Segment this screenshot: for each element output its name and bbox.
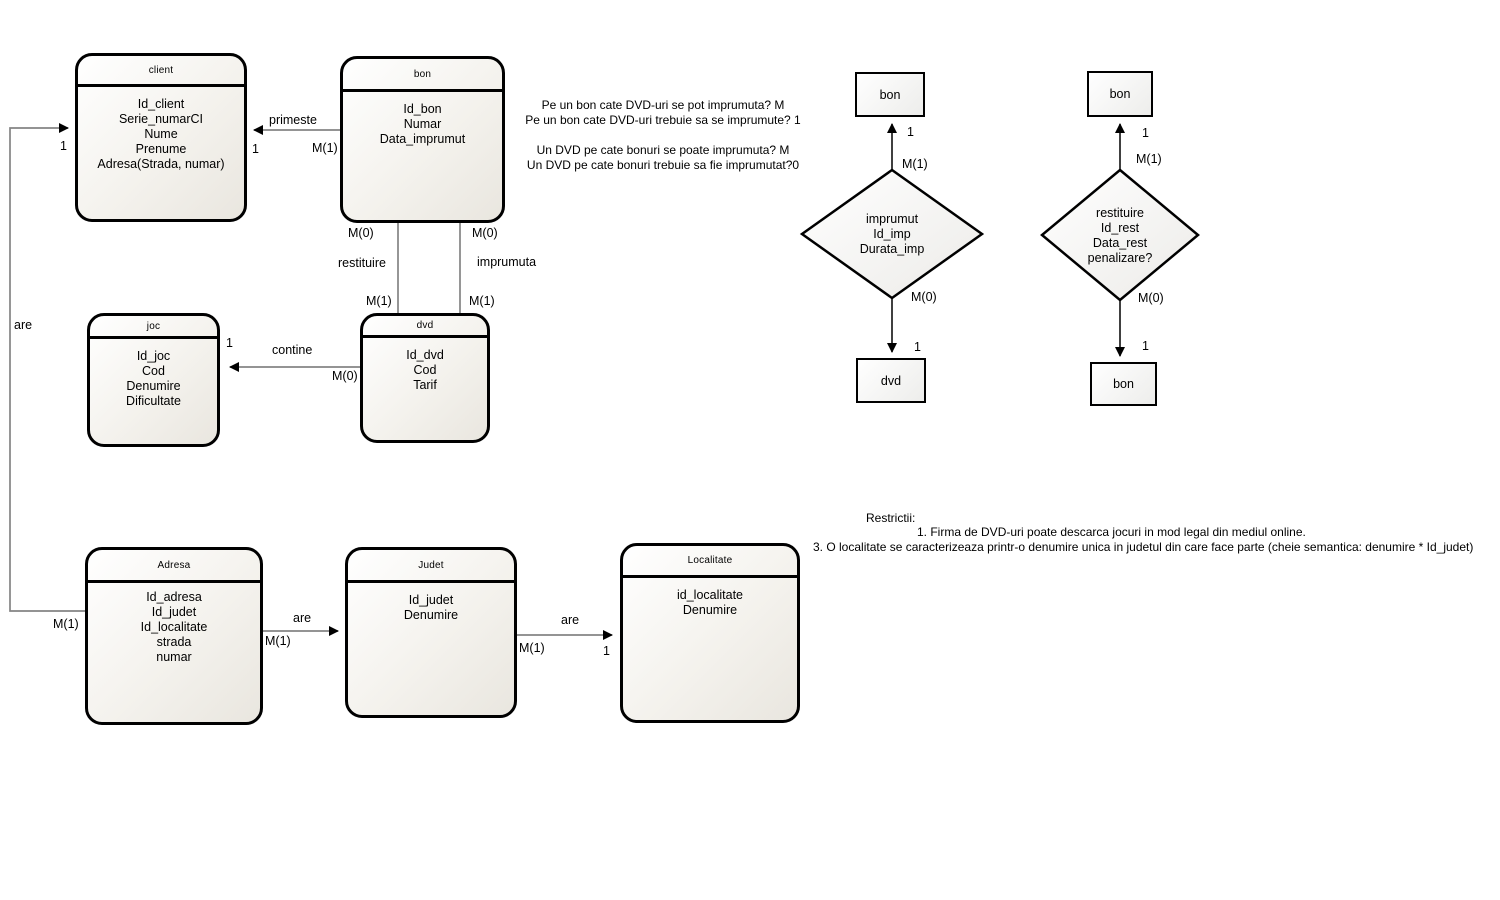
cardinality-primeste-bon: M(1) bbox=[312, 141, 338, 155]
edge-label-are-judet-localitate: are bbox=[561, 613, 580, 627]
note-restrictii-3: 3. O localitate se caracterizeaza printr… bbox=[813, 540, 1474, 554]
entity-judet-attributes: Id_judet Denumire bbox=[403, 593, 459, 622]
entity-joc-title: joc bbox=[90, 316, 217, 339]
relationship-imprumut-diamond[interactable] bbox=[799, 168, 985, 300]
cardinality-restituire-bon-top-one: 1 bbox=[1142, 126, 1149, 140]
edge-label-contine: contine bbox=[272, 343, 313, 357]
edge-label-are-adresa-judet: are bbox=[293, 611, 312, 625]
entity-dvd-attributes: Id_dvd Cod Tarif bbox=[406, 348, 444, 392]
entity-dvd[interactable]: dvd Id_dvd Cod Tarif bbox=[360, 313, 490, 443]
edge-label-primeste: primeste bbox=[269, 113, 317, 127]
cardinality-restituire-bon-bottom-one: 1 bbox=[1142, 339, 1149, 353]
cardinality-are-client: 1 bbox=[60, 139, 67, 153]
node-bon-top-left[interactable]: bon bbox=[855, 72, 925, 117]
edge-label-imprumuta: imprumuta bbox=[477, 255, 537, 269]
relationship-imprumut-text: imprumut Id_imp Durata_imp bbox=[859, 212, 925, 256]
relationship-restituire-text: restituire Id_rest Data_rest penalizare? bbox=[1087, 206, 1153, 265]
entity-bon-title: bon bbox=[343, 59, 502, 92]
edge-label-are-left: are bbox=[14, 318, 33, 332]
note-questions: Pe un bon cate DVD-uri se pot imprumuta?… bbox=[525, 98, 801, 172]
cardinality-contine-dvd: M(0) bbox=[332, 369, 358, 383]
cardinality-restituire-bon-top-many: M(1) bbox=[1136, 152, 1162, 166]
cardinality-imprumut-dvd-many: M(0) bbox=[911, 290, 937, 304]
cardinality-imprumuta-dvd: M(1) bbox=[469, 294, 495, 308]
entity-localitate[interactable]: Localitate id_localitate Denumire bbox=[620, 543, 800, 723]
cardinality-contine-joc: 1 bbox=[226, 336, 233, 350]
entity-bon[interactable]: bon Id_bon Numar Data_imprumut bbox=[340, 56, 505, 223]
edge-label-restituire: restituire bbox=[338, 256, 386, 270]
entity-dvd-title: dvd bbox=[363, 316, 487, 338]
entity-client[interactable]: client Id_client Serie_numarCI Nume Pren… bbox=[75, 53, 247, 222]
entity-localitate-attributes: id_localitate Denumire bbox=[676, 588, 743, 617]
entity-bon-attributes: Id_bon Numar Data_imprumut bbox=[379, 102, 466, 146]
entity-adresa-attributes: Id_adresa Id_judet Id_localitate strada … bbox=[140, 590, 208, 664]
node-dvd-bottom-left[interactable]: dvd bbox=[856, 358, 926, 403]
edge-are-client-adresa[interactable] bbox=[9, 123, 85, 612]
cardinality-imprumut-dvd-one: 1 bbox=[914, 340, 921, 354]
entity-joc-attributes: Id_joc Cod Denumire Dificultate bbox=[126, 349, 181, 408]
relationship-restituire-diamond[interactable] bbox=[1040, 168, 1200, 302]
cardinality-are-judet-side: M(1) bbox=[519, 641, 545, 655]
entity-client-title: client bbox=[78, 56, 244, 87]
note-restrictii-1: 1. Firma de DVD-uri poate descarca jocur… bbox=[917, 525, 1306, 539]
cardinality-imprumuta-bon: M(0) bbox=[472, 226, 498, 240]
entity-judet[interactable]: Judet Id_judet Denumire bbox=[345, 547, 517, 718]
node-bon-bottom-right[interactable]: bon bbox=[1090, 362, 1157, 406]
cardinality-imprumut-bon-one: 1 bbox=[907, 125, 914, 139]
entity-client-attributes: Id_client Serie_numarCI Nume Prenume Adr… bbox=[97, 97, 225, 171]
node-bon-top-right[interactable]: bon bbox=[1087, 71, 1153, 117]
cardinality-are-adresa: M(1) bbox=[53, 617, 79, 631]
cardinality-imprumut-bon-many: M(1) bbox=[902, 157, 928, 171]
cardinality-restituire-bon-bottom-many: M(0) bbox=[1138, 291, 1164, 305]
entity-judet-title: Judet bbox=[348, 550, 514, 583]
entity-localitate-title: Localitate bbox=[623, 546, 797, 578]
cardinality-are-adresa-side: M(1) bbox=[265, 634, 291, 648]
cardinality-are-localitate-side: 1 bbox=[603, 644, 610, 658]
entity-joc[interactable]: joc Id_joc Cod Denumire Dificultate bbox=[87, 313, 220, 447]
note-restrictii-title: Restrictii: bbox=[866, 511, 916, 525]
cardinality-restituire-bon: M(0) bbox=[348, 226, 374, 240]
cardinality-restituire-dvd: M(1) bbox=[366, 294, 392, 308]
entity-adresa-title: Adresa bbox=[88, 550, 260, 583]
cardinality-primeste-client: 1 bbox=[252, 142, 259, 156]
entity-adresa[interactable]: Adresa Id_adresa Id_judet Id_localitate … bbox=[85, 547, 263, 725]
